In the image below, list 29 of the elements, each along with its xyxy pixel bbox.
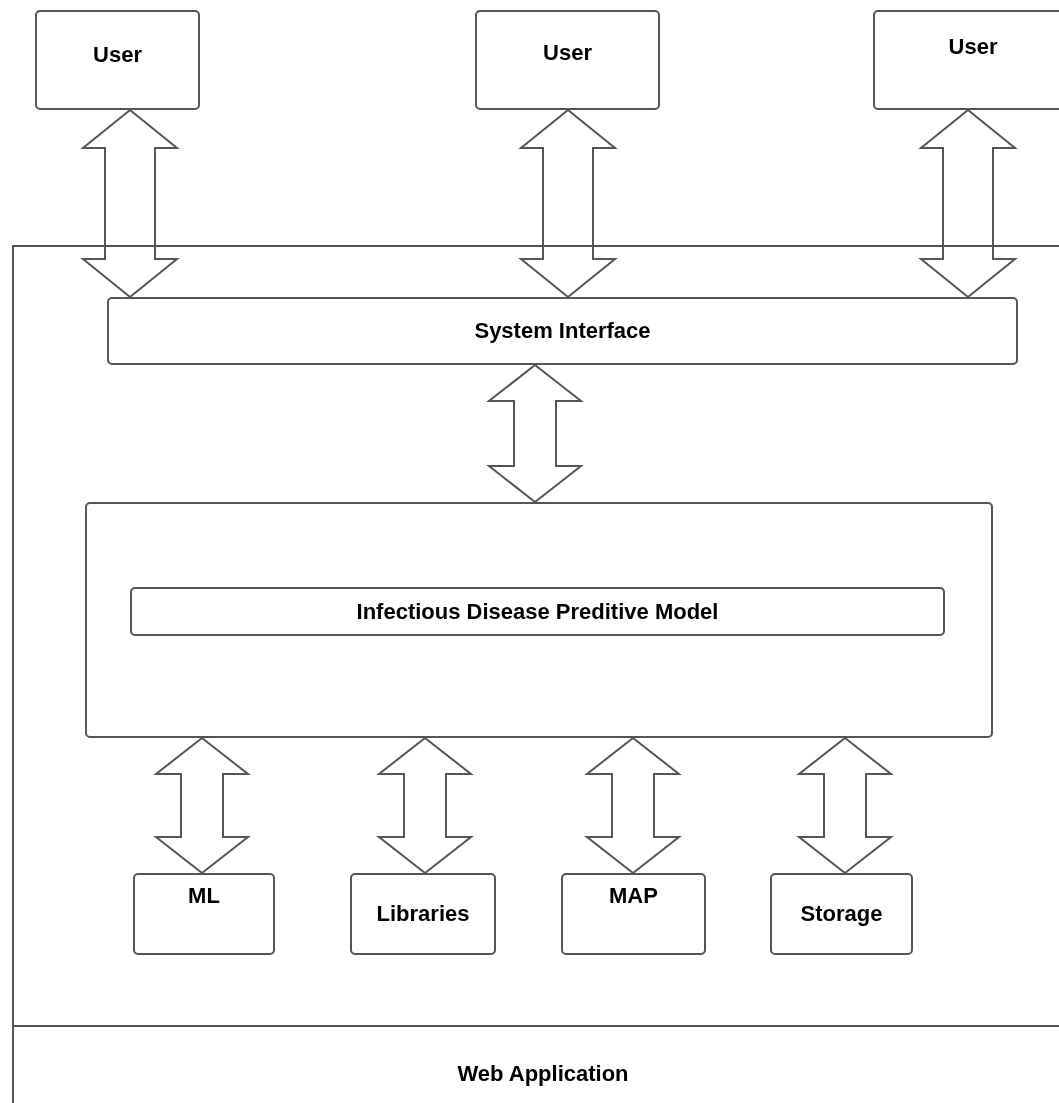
double-arrow bbox=[486, 363, 584, 504]
node-label: User bbox=[93, 42, 142, 68]
double-arrow bbox=[80, 108, 180, 299]
double-arrow bbox=[376, 736, 474, 875]
process-box bbox=[107, 297, 1018, 365]
application-frame bbox=[12, 245, 1059, 1103]
node-label: User bbox=[948, 34, 998, 60]
double-arrow bbox=[153, 736, 251, 875]
node-label: ML bbox=[188, 883, 220, 909]
process-box bbox=[130, 587, 945, 636]
process-box bbox=[770, 873, 913, 955]
process-box bbox=[350, 873, 496, 955]
node-label: Libraries bbox=[376, 901, 470, 927]
double-arrow bbox=[918, 108, 1018, 299]
node-label: MAP bbox=[609, 883, 658, 909]
module-box bbox=[85, 502, 993, 738]
process-box bbox=[561, 873, 706, 955]
process-box bbox=[475, 10, 660, 110]
node-label: User bbox=[543, 40, 592, 66]
node-label: Infectious Disease Preditive Model bbox=[356, 598, 719, 625]
node-label: Storage bbox=[800, 901, 883, 927]
node-label: Web Application bbox=[457, 1061, 629, 1087]
node-label: System Interface bbox=[474, 318, 651, 344]
process-box bbox=[133, 873, 275, 955]
double-arrow bbox=[584, 736, 682, 875]
double-arrow bbox=[796, 736, 894, 875]
process-box bbox=[873, 10, 1059, 110]
double-arrow bbox=[518, 108, 618, 299]
process-box bbox=[35, 10, 200, 110]
